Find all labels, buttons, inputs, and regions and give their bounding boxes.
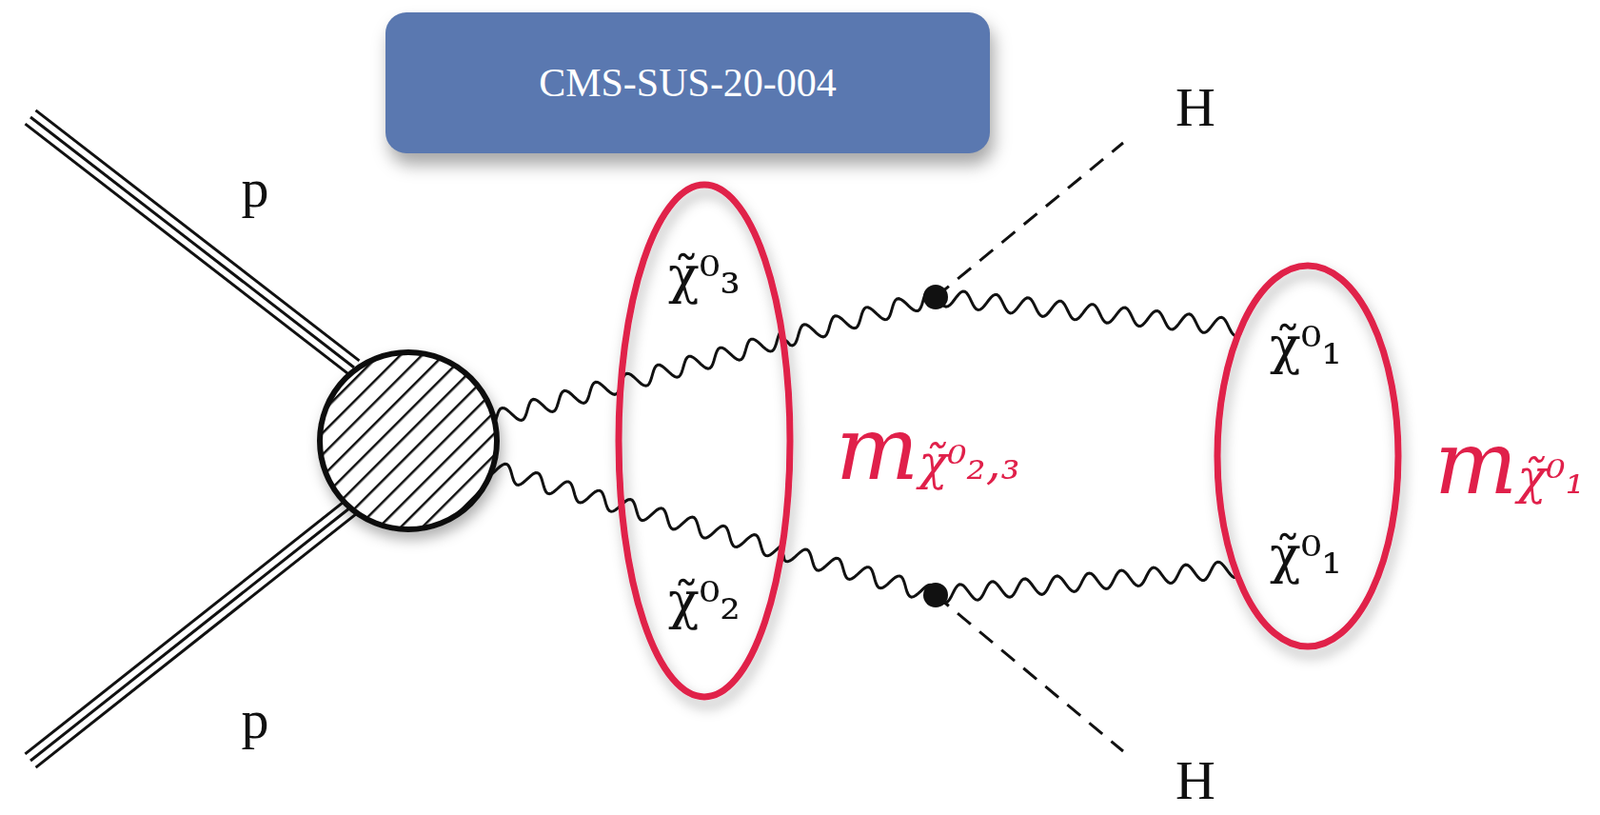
title-text: CMS-SUS-20-004 [538,59,837,106]
wavy-neutralino-line [782,290,1241,346]
proton-line [30,504,355,761]
higgs-dashed-line [935,594,1124,751]
wavy-line-segment [480,463,783,556]
proton-line [24,497,349,754]
proton-line [36,511,360,768]
particle-label: χ̃⁰₂ [668,572,741,630]
particle-label: χ̃⁰₁ [1269,527,1343,584]
wavy-lines [480,331,783,555]
wavy-neutralino-line [780,549,1236,603]
particle-name: p [241,158,270,219]
mass-ellipse: χ̃⁰₃χ̃⁰₂mχ̃⁰₂,₃ [614,180,794,701]
particle-name: H [1175,77,1216,139]
wavy-line-segment [480,331,781,429]
particle-name: H [1175,750,1216,811]
vertex-dot [923,284,949,310]
higgs-dashed-line [935,142,1124,297]
proton-line [30,117,355,368]
vertex-dot [923,582,949,608]
mass-label: mχ̃⁰₁ [1434,414,1585,512]
particle-label: χ̃⁰₃ [668,247,741,304]
mass-label: mχ̃⁰₂,₃ [835,400,1021,497]
proton-line [24,123,349,375]
particle-label: χ̃⁰₁ [1269,317,1343,375]
particle-name: p [241,689,270,751]
proton-lines [24,110,359,768]
title-box: CMS-SUS-20-004 [385,12,990,154]
interaction-blob [319,352,497,530]
mass-ellipse: χ̃⁰₁χ̃⁰₁mχ̃⁰₁ [1213,261,1403,651]
proton-line [36,110,360,361]
